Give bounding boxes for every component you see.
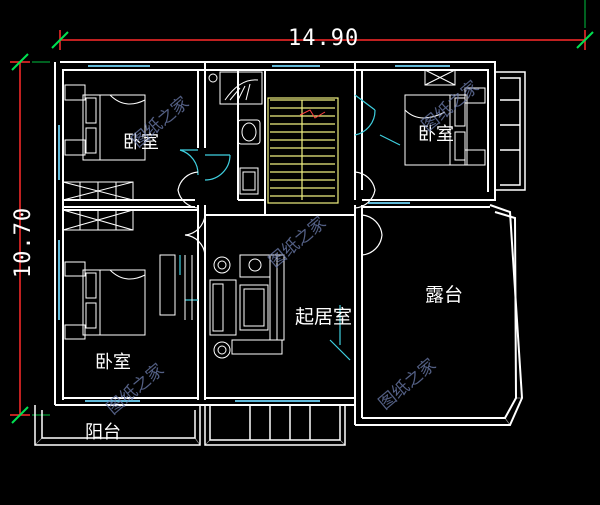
stair-arrow xyxy=(299,109,326,119)
balcony-structure xyxy=(34,71,526,446)
room-label-bedroom-top-right: 卧室 xyxy=(418,124,454,145)
room-label-balcony: 阳台 xyxy=(85,422,121,443)
dimension-ticks xyxy=(11,31,594,424)
staircase xyxy=(267,97,339,204)
windows xyxy=(58,65,450,402)
bed-top-left xyxy=(64,84,146,161)
bed-bottom-left xyxy=(64,254,176,340)
bed-top-right xyxy=(404,69,486,166)
door-arcs-white xyxy=(177,171,383,256)
walls xyxy=(54,61,524,426)
wardrobe-top-left xyxy=(62,181,134,231)
living-furniture xyxy=(209,254,285,359)
bathroom-fixtures xyxy=(237,119,261,195)
dimension-height-label: 10.70 xyxy=(11,206,37,279)
spiral-stair xyxy=(208,71,263,105)
door-swings xyxy=(179,94,401,361)
room-label-bedroom-bottom-left: 卧室 xyxy=(95,352,131,373)
balcony-hatch xyxy=(34,397,522,446)
door-leaves xyxy=(184,255,193,320)
room-label-living-room: 起居室 xyxy=(295,306,353,328)
room-label-terrace: 露台 xyxy=(425,284,464,306)
dimension-width-label: 14.90 xyxy=(288,26,360,51)
room-label-bedroom-top-left: 卧室 xyxy=(123,132,159,153)
